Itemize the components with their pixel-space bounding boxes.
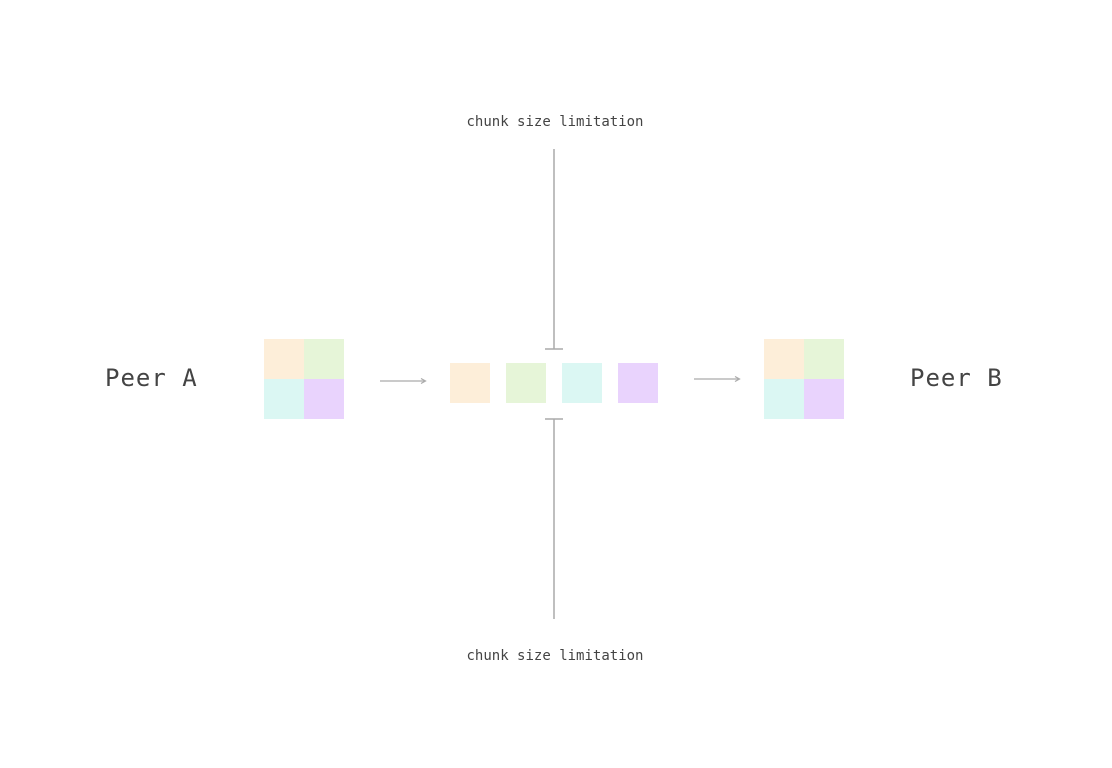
arrow-a-to-chunks <box>380 377 427 385</box>
chunk-2 <box>506 363 546 403</box>
chunk-1 <box>450 363 490 403</box>
chunk-3 <box>562 363 602 403</box>
limit-label-top: chunk size limitation <box>466 114 644 130</box>
arrow-chunks-to-b <box>694 375 741 383</box>
peer-a-block-1 <box>264 339 304 379</box>
chunk-4 <box>618 363 658 403</box>
peer-a-block-2 <box>304 339 344 379</box>
peer-b-block-1 <box>764 339 804 379</box>
peer-a-block-3 <box>264 379 304 419</box>
peer-a-label: Peer A <box>105 364 198 392</box>
peer-b-block-3 <box>764 379 804 419</box>
peer-b-label: Peer B <box>910 364 1003 392</box>
peer-b-block-4 <box>804 379 844 419</box>
peer-a-block-4 <box>304 379 344 419</box>
limit-label-bottom: chunk size limitation <box>466 648 644 664</box>
limit-bar-bottom <box>545 418 563 619</box>
limit-bar-top <box>545 149 563 350</box>
peer-b-block-2 <box>804 339 844 379</box>
